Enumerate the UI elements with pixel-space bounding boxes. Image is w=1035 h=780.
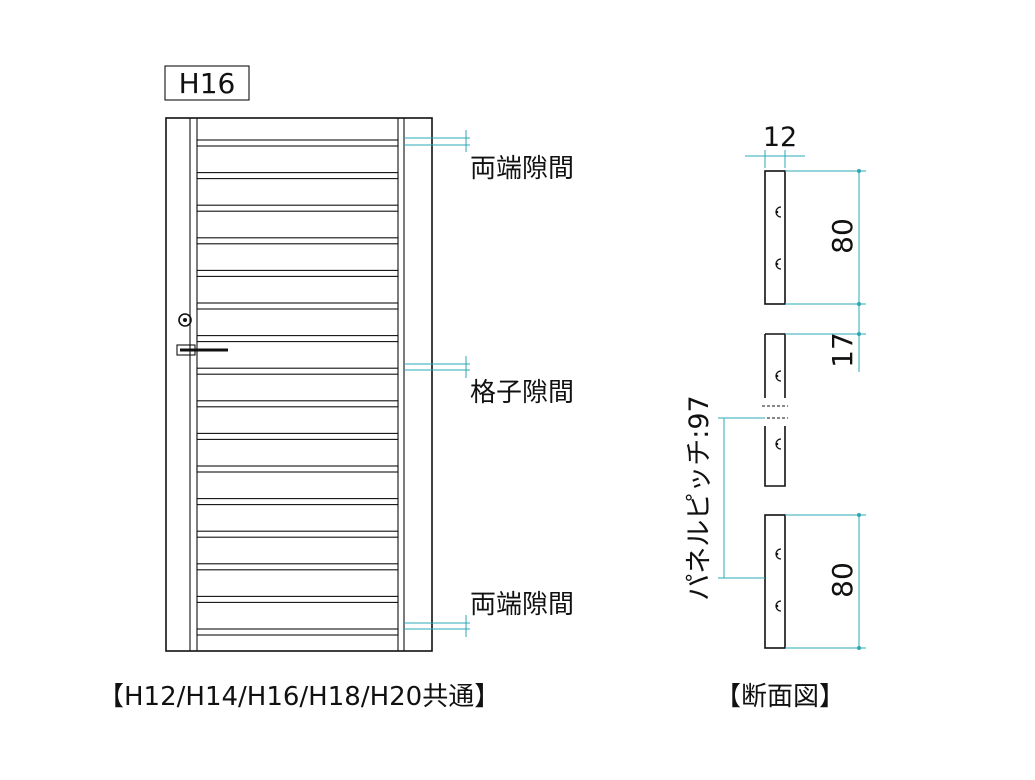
callout-bottom-label: 両端隙間 (470, 590, 574, 620)
callout-top-label: 両端隙間 (470, 154, 574, 184)
slat-13 (196, 530, 399, 538)
slat-6 (196, 302, 399, 310)
slat-4 (196, 237, 399, 245)
gate-label-text: H16 (179, 67, 236, 100)
gate-label: H16 (164, 65, 250, 101)
section-clip-dot-1 (775, 210, 779, 214)
callout-middle: 格子隙間 (404, 356, 574, 408)
pitch-label: パネルピッチ:97 (684, 395, 715, 600)
gate-elevation (165, 117, 433, 652)
slat-14 (196, 563, 399, 571)
slat-5 (196, 269, 399, 277)
slat-16 (196, 628, 399, 636)
dim-dot-4 (857, 513, 861, 517)
section-caption: 【断面図】 (715, 682, 845, 712)
slat-3 (196, 204, 399, 212)
callout-top: 両端隙間 (404, 130, 574, 184)
section-clip-dot-2 (775, 262, 779, 266)
section-clip-group (775, 206, 782, 612)
slat-2 (196, 172, 399, 180)
key-cylinder-icon (178, 313, 192, 327)
dim-width-label: 12 (763, 122, 797, 153)
section-clip-dot-5 (775, 552, 779, 556)
section-panel-middle (764, 333, 786, 487)
dim-gap-label: 17 (826, 332, 859, 368)
slat-1 (196, 139, 399, 147)
slat-10 (196, 432, 399, 440)
section-clip-dot-6 (775, 604, 779, 608)
section-view: 12 80 17 80 パネルピッチ:97 【断面図】 (684, 122, 866, 712)
gate-caption: 【H12/H14/H16/H18/H20共通】 (98, 682, 500, 712)
dim-dot-2 (857, 302, 861, 306)
section-panel-bottom (764, 514, 786, 649)
dim-panel-bottom-label: 80 (826, 562, 859, 598)
slat-9 (196, 400, 399, 408)
slat-7 (196, 335, 399, 343)
section-clip-dot-4 (775, 442, 779, 446)
slat-15 (196, 595, 399, 603)
section-panel-top (764, 170, 786, 305)
dim-dot-1 (857, 169, 861, 173)
gate-outer-frame (165, 117, 433, 652)
dim-dot-5 (857, 646, 861, 650)
section-clip-dot-3 (775, 374, 779, 378)
slat-11 (196, 465, 399, 473)
slat-12 (196, 498, 399, 506)
callout-bottom: 両端隙間 (404, 590, 574, 637)
key-cylinder-core (183, 318, 187, 322)
slat-group (196, 139, 399, 636)
dim-panel-top-label: 80 (826, 218, 859, 254)
gate-label-box (164, 65, 250, 101)
callout-middle-label: 格子隙間 (470, 378, 574, 408)
dim-dot-3 (857, 332, 861, 336)
slat-8 (196, 367, 399, 375)
